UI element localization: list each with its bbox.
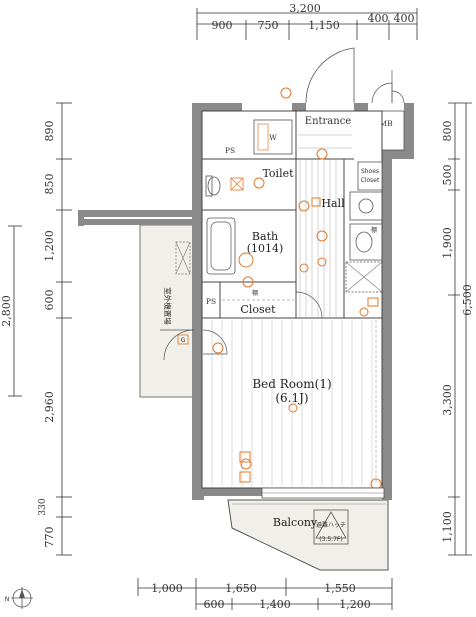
right-dim-1: 800 (441, 121, 454, 142)
bath-size: (1014) (247, 242, 284, 255)
bottom-dim-5: 1,400 (259, 598, 291, 611)
left-dim-7: 770 (43, 527, 56, 548)
bedroom-door (295, 291, 323, 319)
closet-label: Closet (240, 303, 276, 316)
left-dim-1: 890 (43, 121, 56, 142)
top-dim-5: 400 (394, 12, 415, 25)
right-dim-4: 3,300 (441, 384, 454, 416)
bathtub-icon (206, 217, 254, 275)
outdoor-unit-label: 室外機置場 (163, 287, 173, 325)
top-total-dim: 3,200 (289, 2, 321, 15)
toilet-label: Toilet (262, 167, 294, 180)
top-dim-2: 750 (258, 19, 279, 32)
compass-icon (11, 587, 33, 609)
shelf-label: 棚 (252, 289, 258, 297)
shelf2-label: 棚 (371, 226, 377, 234)
right-dimensions (448, 102, 472, 556)
bottom-dim-4: 600 (204, 598, 225, 611)
hatch-label: 避難ハッチ (316, 521, 346, 529)
top-dim-3: 1,150 (308, 19, 340, 32)
right-outer-dim: 6,500 (461, 284, 474, 316)
washer-space (253, 119, 293, 155)
bottom-dim-1: 1,000 (151, 582, 183, 595)
entrance-label: Entrance (305, 116, 352, 127)
left-dim-6: 330 (38, 498, 48, 515)
balcony-label: Balcony (273, 516, 318, 529)
bottom-dim-3: 1,550 (324, 582, 356, 595)
bath-label: Bath (252, 230, 278, 243)
bedroom-flooring (211, 320, 373, 486)
hall-flooring (299, 160, 337, 318)
top-dim-4: 400 (368, 12, 389, 25)
left-dim-3: 1,200 (43, 230, 56, 262)
bedroom-label: Bed Room(1) (252, 377, 331, 391)
right-dim-2: 500 (441, 165, 454, 186)
evacuation-hatch (313, 509, 349, 545)
shoes-label: Shoes (361, 168, 379, 175)
ps-mid-label: PS (206, 297, 216, 306)
right-dim-5: 1,100 (441, 511, 454, 543)
top-dim-1: 900 (212, 19, 233, 32)
left-dim-2: 850 (43, 174, 56, 195)
top-dimensions (196, 8, 418, 40)
ps-top-label: PS (225, 146, 235, 155)
washer-label: W (269, 133, 277, 142)
left-dimensions (8, 102, 72, 556)
left-dim-4: 600 (43, 290, 56, 311)
shoes-closet (357, 161, 383, 191)
toilet-fixture-icon (205, 175, 265, 197)
balcony-floor (227, 499, 389, 571)
bottom-dim-2: 1,650 (225, 582, 257, 595)
bedroom-size: (6.1J) (275, 391, 308, 405)
mb-label: MB (379, 119, 393, 128)
bottom-dim-6: 1,200 (339, 598, 371, 611)
left-dim-5: 2,960 (43, 391, 56, 423)
entrance-floor (298, 134, 352, 149)
compass-north: N (5, 596, 10, 603)
hall-label: Hall (321, 197, 345, 210)
gas-meter-label: G (181, 337, 186, 344)
left-outer-dim: 2,800 (0, 295, 13, 327)
shoes-closet-label: Closet (361, 177, 380, 184)
bottom-dimensions (137, 578, 393, 610)
right-dim-3: 1,900 (441, 227, 454, 259)
walls (78, 103, 414, 500)
kitchen-fixtures: 棚 (345, 191, 383, 293)
hatch-floors: (3.5.7F) (319, 536, 342, 543)
